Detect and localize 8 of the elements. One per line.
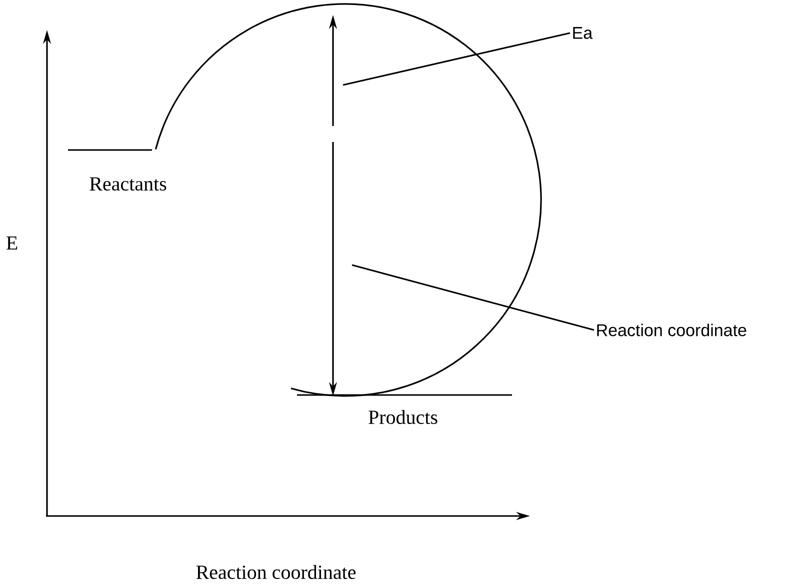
leader-line	[342, 32, 570, 86]
axis-label: Reaction coordinate	[196, 564, 356, 580]
callout-label: Ea	[573, 27, 593, 39]
energy-level-label: Products	[368, 410, 438, 424]
leader-line	[352, 264, 594, 331]
energy-level-label: Reactants	[90, 177, 166, 191]
callout-label: Reaction coordinate	[597, 324, 746, 336]
axis-label: E	[6, 236, 18, 250]
